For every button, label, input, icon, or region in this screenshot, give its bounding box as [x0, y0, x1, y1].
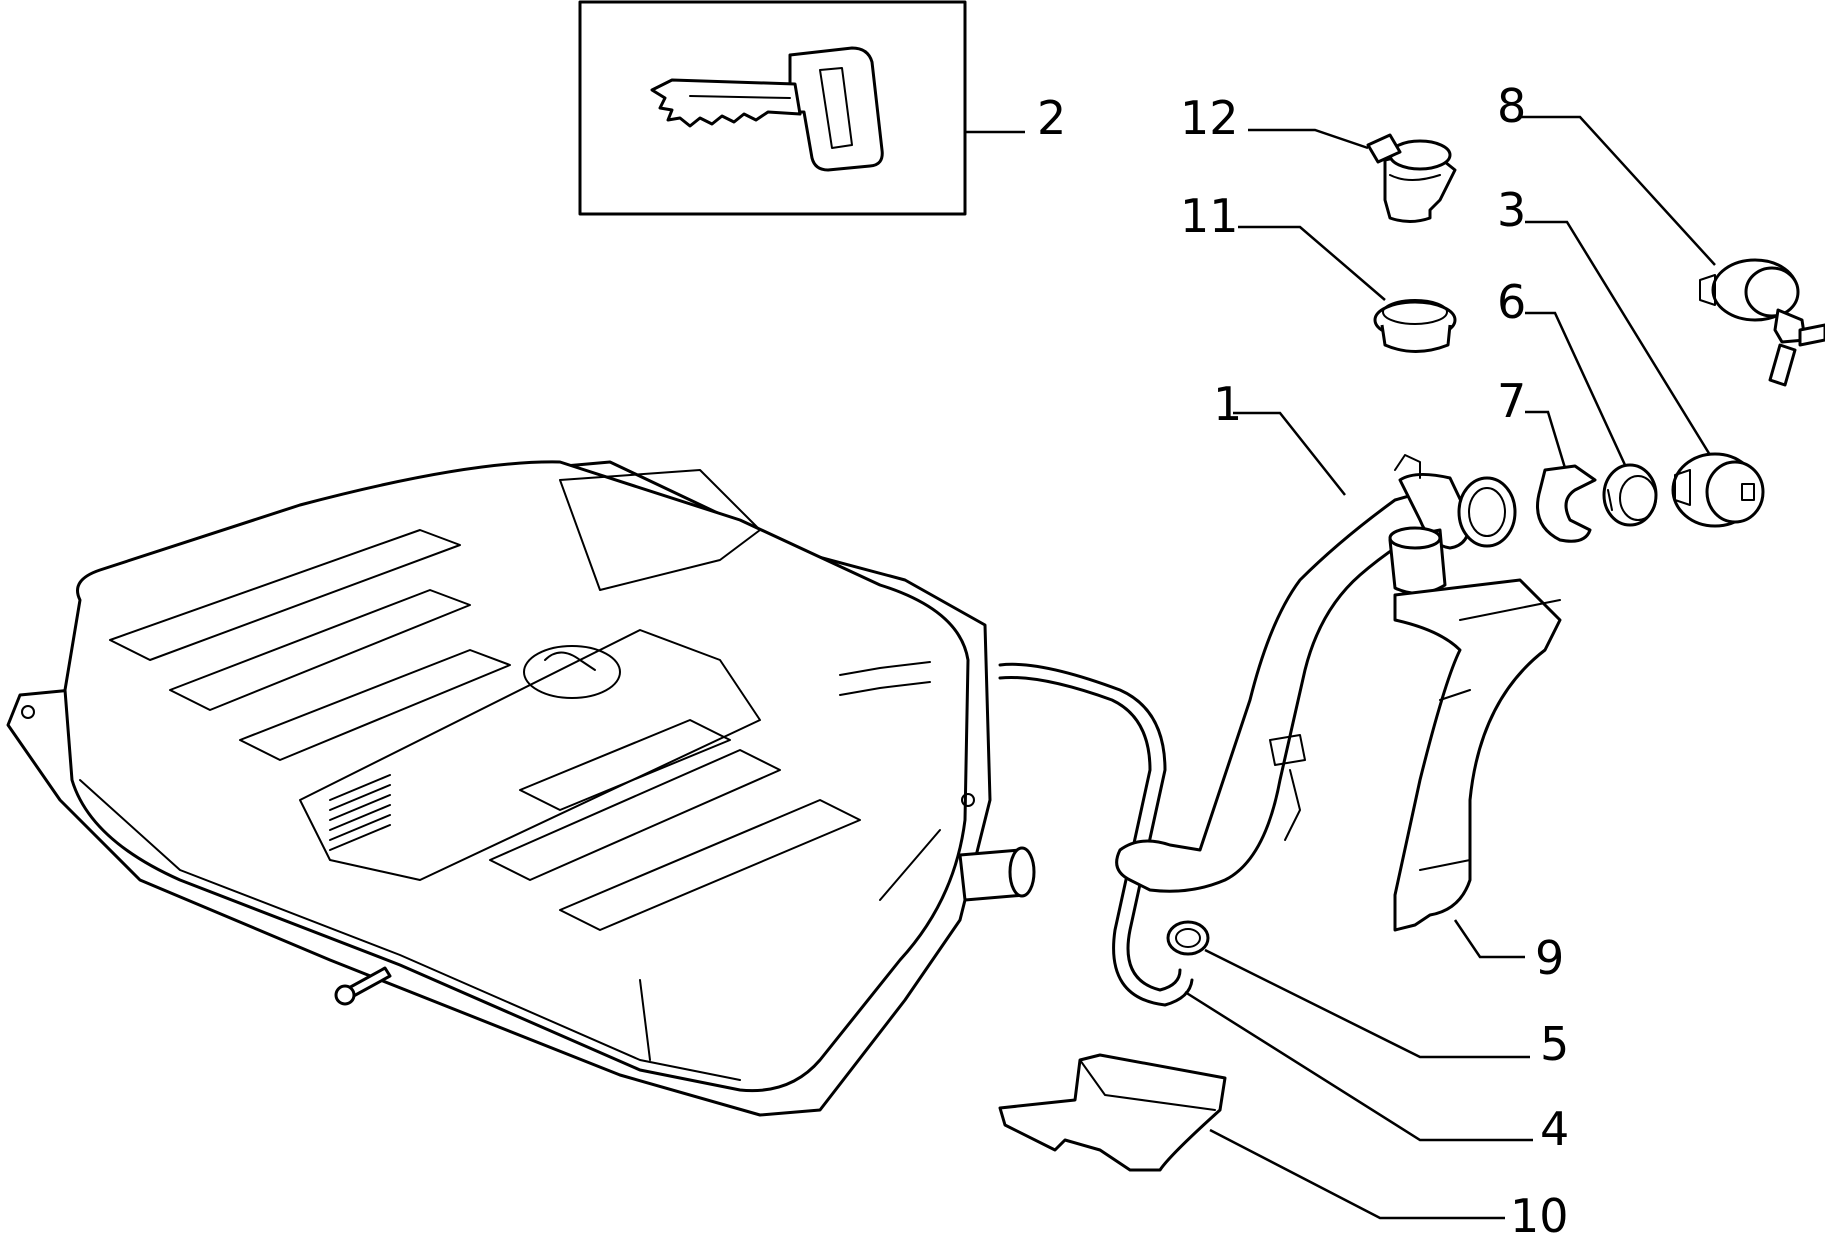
callout-4: 4: [1540, 1102, 1569, 1156]
vent-hose: [998, 662, 1194, 1007]
lock-cylinder-with-keys: [1699, 258, 1825, 387]
hose-clamp: [1166, 920, 1210, 956]
splash-shield: [1393, 578, 1562, 932]
vent-valve: [1366, 133, 1457, 223]
callout-5: 5: [1540, 1017, 1569, 1071]
fuel-sender-flange: [523, 645, 621, 699]
tank-outlet-pipe: [958, 846, 1036, 902]
callout-9: 9: [1535, 931, 1564, 985]
callout-labels: 1 2 3 4 5 6 7 8 9 10 11 12: [1037, 79, 1569, 1237]
callout-10: 10: [1510, 1189, 1569, 1237]
neck-seal: [1602, 463, 1658, 527]
retaining-clip: [1536, 464, 1597, 543]
fuel-tank: [6, 460, 1036, 1117]
callout-2: 2: [1037, 91, 1066, 145]
key-inset-frame: [578, 0, 967, 216]
callout-11: 11: [1180, 189, 1239, 243]
tank-mounting-bolt: [334, 966, 392, 1006]
callout-8: 8: [1497, 79, 1526, 133]
filler-neck: [1115, 454, 1517, 893]
locking-fuel-cap: [1671, 452, 1765, 528]
leader-lines: [965, 115, 1716, 1220]
callout-12: 12: [1180, 91, 1239, 145]
key-inset: [578, 0, 967, 216]
key-drawing: [650, 46, 884, 172]
callout-3: 3: [1497, 183, 1526, 237]
grommet: [1373, 299, 1457, 353]
callout-1: 1: [1213, 377, 1242, 431]
heat-shield: [998, 1053, 1227, 1172]
tank-body: [63, 460, 970, 1093]
filler-neck-mouth: [1457, 476, 1517, 548]
callout-6: 6: [1497, 275, 1526, 329]
callout-7: 7: [1497, 374, 1526, 428]
